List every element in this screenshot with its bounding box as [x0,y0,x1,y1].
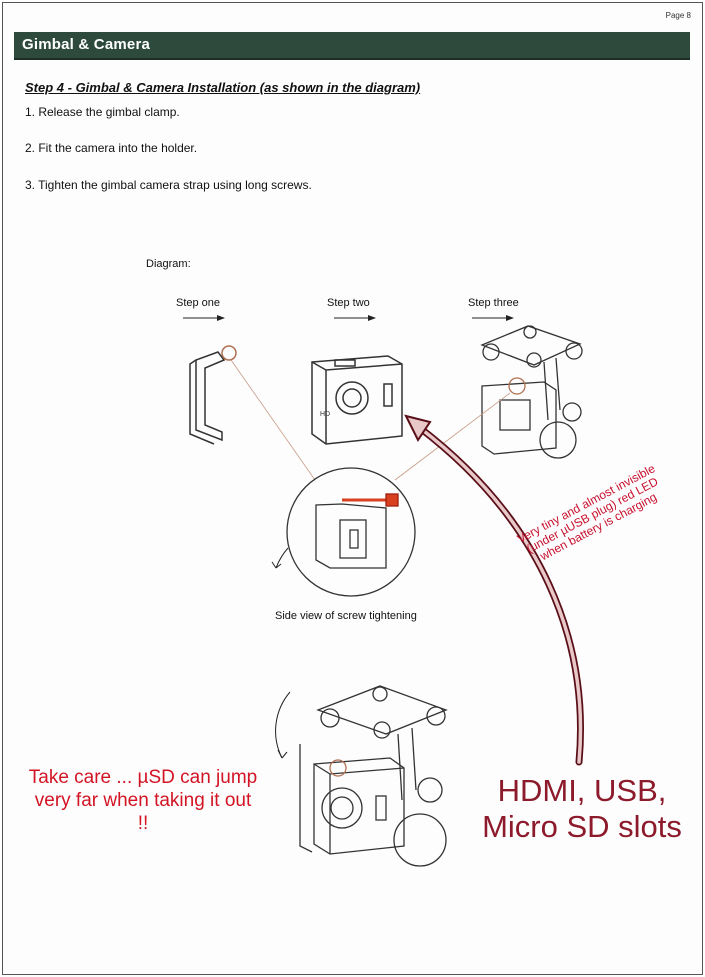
side-view-caption: Side view of screw tightening [275,610,417,622]
gimbal-assembly-illustration [480,325,583,459]
step-two-label: Step two [327,297,370,309]
step-three-label: Step three [468,297,519,309]
bottom-gimbal-illustration [275,685,448,867]
connector-line [230,359,316,481]
instruction-2: 2. Fit the camera into the holder. [25,141,198,155]
step-one-label: Step one [176,297,221,309]
slots-annotation: HDMI, USB, Micro SD slots [482,773,682,844]
svg-text:HD: HD [320,411,330,418]
connector-line [394,392,511,481]
slots-pointer-arrow [404,414,584,766]
diagram-label: Diagram: [146,258,191,270]
instruction-1: 1. Release the gimbal clamp. [25,105,180,119]
action-camera-illustration: HD [311,355,403,445]
gimbal-clamp-illustration [189,345,237,445]
section-header: Gimbal & Camera [14,32,690,60]
section-title: Gimbal & Camera [22,36,151,53]
step-heading: Step 4 - Gimbal & Camera Installation (a… [25,80,421,95]
page-number: Page 8 [665,11,691,20]
instruction-3: 3. Tighten the gimbal camera strap using… [25,178,312,192]
microsd-warning-annotation: Take care ... µSD can jump very far when… [28,767,258,834]
side-view-magnifier [271,467,416,597]
